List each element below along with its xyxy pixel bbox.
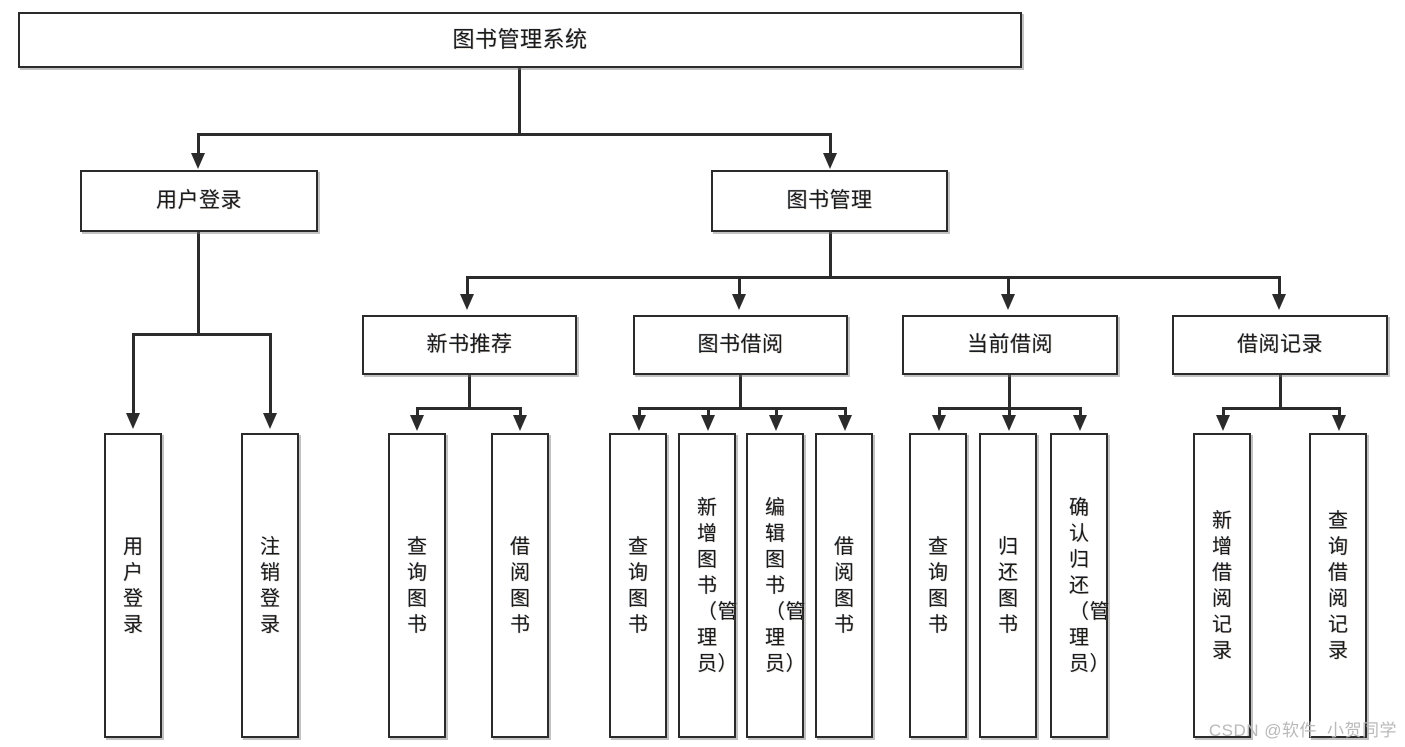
connector-root-to-book-manage [829, 133, 832, 157]
node-book-management[interactable]: 图书管理 [711, 170, 948, 232]
leaf-book-borrow-borrow-label: 借阅图书 [834, 535, 855, 636]
leaf-current-borrow-confirm[interactable]: 确认归还（管理员） [1050, 433, 1110, 738]
leaf-current-borrow-return[interactable]: 归还图书 [979, 433, 1037, 738]
connector-current-borrow-drop-0 [938, 407, 941, 419]
arrow-book-borrow-leaf-0 [632, 415, 646, 431]
leaf-new-book-query[interactable]: 查询图书 [388, 433, 446, 738]
arrow-user-login-leaf-1 [263, 413, 277, 429]
connector-user-login-bar [132, 333, 271, 336]
arrow-book-manage-to-new-book [460, 294, 474, 310]
arrow-current-borrow-leaf-2 [1073, 415, 1087, 431]
connector-borrow-record-bar [1222, 407, 1340, 410]
leaf-book-borrow-edit[interactable]: 编辑图书（管理员） [746, 433, 806, 738]
connector-book-manage-drop-3 [1278, 276, 1281, 298]
connector-current-borrow-stem [1008, 375, 1011, 409]
node-book-management-label: 图书管理 [786, 188, 873, 212]
arrow-current-borrow-leaf-1 [1002, 415, 1016, 431]
node-book-borrow-label: 图书借阅 [697, 332, 784, 356]
leaf-new-book-borrow[interactable]: 借阅图书 [491, 433, 549, 738]
leaf-current-borrow-query-label: 查询图书 [928, 535, 949, 636]
node-root-label: 图书管理系统 [452, 27, 588, 53]
connector-borrow-record-stem [1279, 375, 1282, 409]
arrow-book-borrow-leaf-2 [769, 415, 783, 431]
node-borrow-record-label: 借阅记录 [1237, 332, 1323, 356]
leaf-borrow-record-add-label: 新增借阅记录 [1212, 509, 1233, 662]
connector-book-borrow-drop-0 [638, 407, 641, 419]
node-current-borrow[interactable]: 当前借阅 [902, 315, 1118, 375]
arrow-book-borrow-leaf-3 [838, 415, 852, 431]
node-borrow-record[interactable]: 借阅记录 [1172, 315, 1388, 375]
connector-new-book-stem [468, 375, 471, 409]
connector-book-manage-drop-0 [466, 276, 469, 298]
arrow-current-borrow-leaf-0 [932, 415, 946, 431]
leaf-borrow-record-query[interactable]: 查询借阅记录 [1309, 433, 1367, 738]
arrow-borrow-record-leaf-1 [1332, 415, 1346, 431]
connector-current-borrow-drop-1 [1008, 407, 1011, 419]
arrow-new-book-leaf-1 [513, 415, 527, 431]
arrow-new-book-leaf-0 [410, 415, 424, 431]
connector-user-login-drop-1 [269, 333, 272, 417]
leaf-new-book-borrow-label: 借阅图书 [510, 535, 531, 636]
connector-root-to-user-login [197, 133, 200, 157]
node-new-book-recommend-label: 新书推荐 [426, 332, 513, 356]
leaf-book-borrow-add[interactable]: 新增图书（管理员） [678, 433, 738, 738]
arrow-book-borrow-leaf-1 [701, 415, 715, 431]
leaf-book-borrow-query-label: 查询图书 [628, 535, 649, 636]
connector-borrow-record-drop-1 [1338, 407, 1341, 419]
leaf-book-borrow-borrow[interactable]: 借阅图书 [815, 433, 873, 738]
arrow-user-login-leaf-0 [126, 413, 140, 429]
arrow-borrow-record-leaf-0 [1216, 415, 1230, 431]
arrow-book-manage-to-book-borrow [732, 294, 746, 310]
connector-book-borrow-drop-3 [844, 407, 847, 419]
node-current-borrow-label: 当前借阅 [967, 332, 1053, 356]
node-new-book-recommend[interactable]: 新书推荐 [362, 315, 577, 375]
arrow-root-to-user-login [191, 153, 205, 169]
connector-new-book-drop-1 [519, 407, 522, 419]
leaf-user-login-login-label: 用户登录 [123, 535, 144, 636]
leaf-book-borrow-add-label: 新增图书（管理员） [697, 496, 738, 675]
connector-borrow-record-drop-0 [1222, 407, 1225, 419]
connector-root-bar [197, 133, 831, 136]
connector-book-manage-drop-1 [738, 276, 741, 298]
leaf-user-login-login[interactable]: 用户登录 [104, 433, 162, 738]
connector-book-manage-bar [466, 276, 1280, 279]
connector-book-manage-stem [829, 232, 832, 278]
leaf-current-borrow-query[interactable]: 查询图书 [909, 433, 967, 738]
connector-user-login-drop-0 [132, 333, 135, 417]
connector-new-book-bar [416, 407, 521, 410]
connector-user-login-stem [197, 232, 200, 335]
node-book-borrow[interactable]: 图书借阅 [633, 315, 848, 375]
leaf-borrow-record-add[interactable]: 新增借阅记录 [1193, 433, 1251, 738]
leaf-book-borrow-query[interactable]: 查询图书 [609, 433, 667, 738]
connector-new-book-drop-0 [416, 407, 419, 419]
connector-root-stem [518, 67, 521, 135]
leaf-current-borrow-return-label: 归还图书 [998, 535, 1019, 636]
connector-book-borrow-bar [638, 407, 847, 410]
connector-book-borrow-drop-1 [707, 407, 710, 419]
arrow-book-manage-to-current-borrow [1001, 294, 1015, 310]
arrow-book-manage-to-borrow-record [1272, 294, 1286, 310]
connector-current-borrow-drop-2 [1079, 407, 1082, 419]
leaf-user-login-logout[interactable]: 注销登录 [241, 433, 299, 738]
connector-book-manage-drop-2 [1007, 276, 1010, 298]
csdn-watermark: CSDN @软件_小贺同学 [1208, 721, 1397, 740]
node-root-system[interactable]: 图书管理系统 [18, 12, 1022, 68]
node-user-login-label: 用户登录 [156, 188, 242, 212]
node-user-login[interactable]: 用户登录 [80, 170, 318, 232]
leaf-current-borrow-confirm-label: 确认归还（管理员） [1069, 496, 1110, 675]
leaf-new-book-query-label: 查询图书 [407, 535, 428, 636]
connector-book-borrow-drop-2 [775, 407, 778, 419]
connector-book-borrow-stem [739, 375, 742, 409]
arrow-root-to-book-manage [823, 153, 837, 169]
leaf-borrow-record-query-label: 查询借阅记录 [1328, 509, 1349, 662]
leaf-user-login-logout-label: 注销登录 [260, 535, 281, 636]
leaf-book-borrow-edit-label: 编辑图书（管理员） [765, 496, 806, 675]
